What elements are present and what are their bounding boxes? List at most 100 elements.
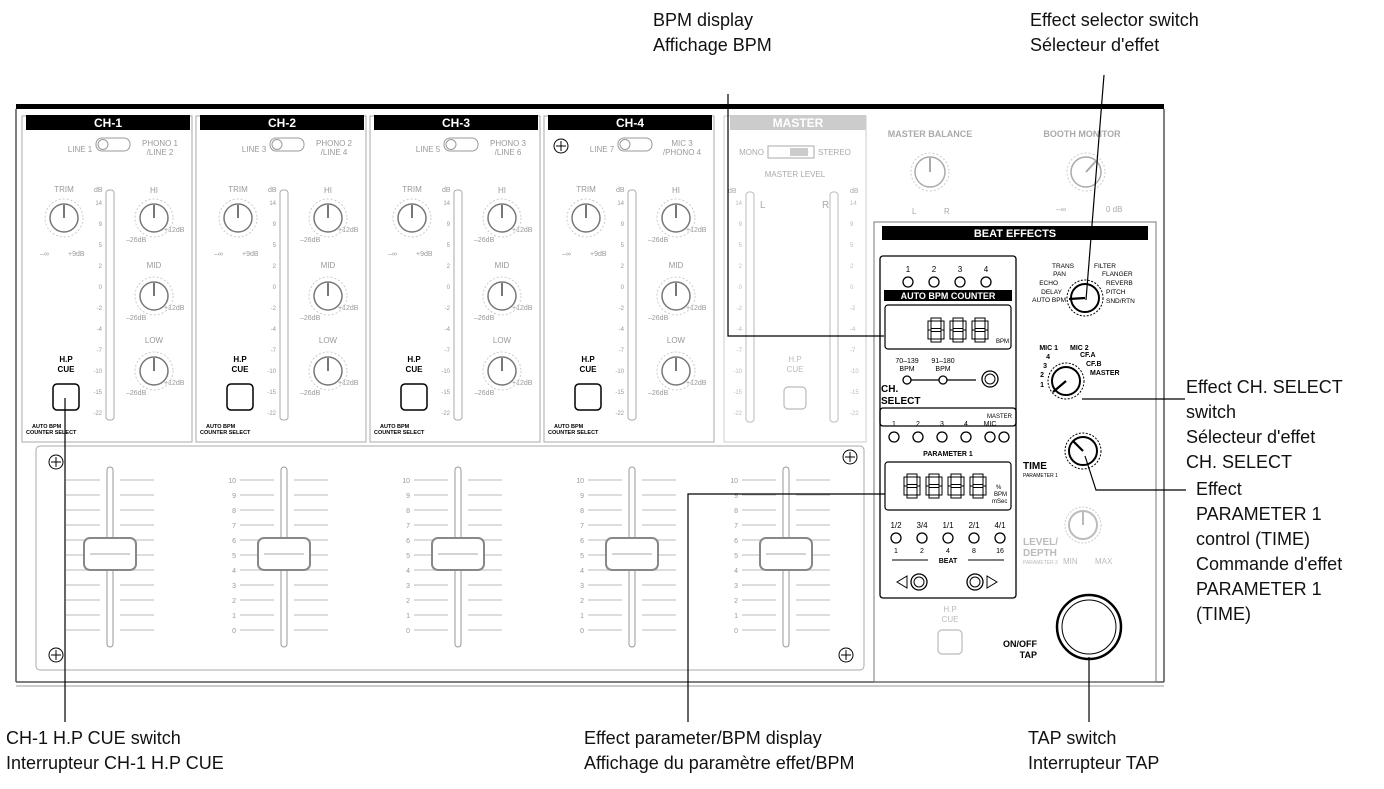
master-meter-tick: -22	[733, 411, 742, 417]
beat-left-button[interactable]	[910, 573, 928, 591]
ch2-cue-label1: H.P	[233, 355, 247, 364]
ch4-meter-tick: 14	[617, 201, 624, 207]
master-cue-label2: CUE	[787, 365, 804, 374]
ch2-low-knob-ring	[308, 351, 348, 391]
screw-icon	[48, 454, 64, 470]
fader-1	[66, 466, 154, 648]
fader-scale-label: 6	[734, 538, 738, 545]
level-depth-knob-ring	[1064, 506, 1102, 544]
ch-select-label2: SELECT	[881, 396, 920, 407]
beat-fraction-label: 2/1	[968, 521, 980, 530]
ch4-trim-knob[interactable]	[571, 203, 601, 233]
ch4-hi-min: –26dB	[648, 237, 669, 244]
fx-cue-button[interactable]	[937, 629, 963, 655]
ch2-db-label: dB	[268, 187, 277, 194]
ch4-low-knob[interactable]	[661, 356, 691, 386]
ch3-header-bar	[374, 115, 538, 130]
ch4-mid-knob[interactable]	[661, 281, 691, 311]
ch3-hi-knob[interactable]	[487, 203, 517, 233]
segment	[952, 317, 964, 322]
ch-led-label: 3	[940, 421, 944, 428]
ch3-input-right2: /LINE 6	[495, 148, 522, 157]
fader-scale-label: 1	[734, 613, 738, 620]
bpm-display-panel	[879, 255, 1017, 427]
master-level-label: MASTER LEVEL	[765, 170, 826, 179]
param-display-panel	[879, 407, 1017, 599]
booth-monitor-knob[interactable]	[1070, 156, 1102, 188]
master-meter-tick: 2	[850, 264, 854, 270]
bpm-range-button[interactable]	[981, 370, 999, 388]
ch-select-indicator	[1052, 380, 1067, 393]
ch1-hi-knob[interactable]	[139, 203, 169, 233]
ch1-mid-knob[interactable]	[139, 281, 169, 311]
ch2-mid-knob[interactable]	[313, 281, 343, 311]
fader-scale-label: 3	[580, 583, 584, 590]
ch2-input-right2: /LINE 4	[321, 148, 348, 157]
booth-monitor-max: 0 dB	[1106, 205, 1122, 214]
ch3-low-knob[interactable]	[487, 356, 517, 386]
callout-param1-en3: control (TIME)	[1196, 529, 1311, 549]
master-strip	[723, 115, 867, 443]
fader-scale-label: 7	[580, 523, 584, 530]
master-cue-button[interactable]	[783, 386, 807, 410]
ch2-trim-knob[interactable]	[223, 203, 253, 233]
ch1-hi-max: +12dB	[164, 227, 185, 234]
ch4-input-switch[interactable]	[617, 137, 653, 152]
ch4-hi-knob[interactable]	[661, 203, 691, 233]
ch2-low-knob[interactable]	[313, 356, 343, 386]
ch3-meter-tick: -22	[441, 411, 450, 417]
ch2-mid-max: +12dB	[338, 305, 359, 312]
ch3-input-switch[interactable]	[443, 137, 479, 152]
ch2-cue-button[interactable]	[226, 383, 254, 411]
ch3-trim-knob[interactable]	[397, 203, 427, 233]
master-meter-left	[745, 191, 755, 423]
ch1-low-knob[interactable]	[139, 356, 169, 386]
ch2-hi-knob[interactable]	[313, 203, 343, 233]
ch-select-option-label: MIC 1	[1039, 345, 1058, 352]
ch1-cue-button[interactable]	[52, 383, 80, 411]
effect-selector-knob-ring	[1066, 279, 1104, 317]
ch1-input-switch[interactable]	[95, 137, 131, 152]
ch2-meter-tick: -2	[271, 306, 277, 312]
ch1-auto-bpm-label1: AUTO BPM	[32, 424, 62, 430]
ch1-hi-min: –26dB	[126, 237, 147, 244]
ch1-meter-tick: 2	[99, 264, 103, 270]
fader-scale-label: 0	[580, 628, 584, 635]
ch-select-option-label: CF.A	[1080, 352, 1096, 359]
param-master-label: MASTER	[987, 414, 1013, 420]
callout-param1-en2: PARAMETER 1	[1196, 504, 1322, 524]
ch4-cue-button[interactable]	[574, 383, 602, 411]
ch-select-knob[interactable]	[1051, 366, 1081, 396]
master-db-right: dB	[850, 188, 859, 195]
panel-top-bar	[16, 104, 1164, 109]
segment	[969, 476, 974, 487]
ch1-mid-min: –26dB	[126, 315, 147, 322]
ch1-low-label: LOW	[145, 336, 164, 345]
callout-ch1-cue: CH-1 H.P CUE switch Interrupteur CH-1 H.…	[6, 726, 224, 776]
ch3-cue-button[interactable]	[400, 383, 428, 411]
ch4-meter-tick: 2	[621, 264, 625, 270]
bpm-range1-b: BPM	[899, 366, 914, 373]
master-meter-tick: 14	[850, 201, 857, 207]
tap-button[interactable]	[1055, 593, 1123, 661]
ch2-input-switch[interactable]	[269, 137, 305, 152]
segment	[938, 476, 943, 487]
level-label1: LEVEL/	[1023, 537, 1058, 548]
ch3-mid-knob[interactable]	[487, 281, 517, 311]
callout-ch1-cue-fr: Interrupteur CH-1 H.P CUE	[6, 753, 224, 773]
ch1-trim-knob[interactable]	[49, 203, 79, 233]
ch1-hi-label: HI	[150, 186, 158, 195]
beat-right-button[interactable]	[966, 573, 984, 591]
master-meter-tick: -22	[850, 411, 859, 417]
master-mono-stereo-switch[interactable]	[767, 145, 815, 159]
time-knob[interactable]	[1068, 436, 1098, 466]
booth-monitor-label: BOOTH MONITOR	[1043, 129, 1121, 139]
master-balance-knob[interactable]	[914, 156, 946, 188]
ch2-meter-tick: -15	[267, 390, 276, 396]
ch4-meter-tick: -2	[619, 306, 625, 312]
callout-ch-select-en2: switch	[1186, 402, 1237, 422]
master-cue-label1: H.P	[788, 355, 801, 364]
ch3-input-left: LINE 5	[416, 145, 441, 154]
